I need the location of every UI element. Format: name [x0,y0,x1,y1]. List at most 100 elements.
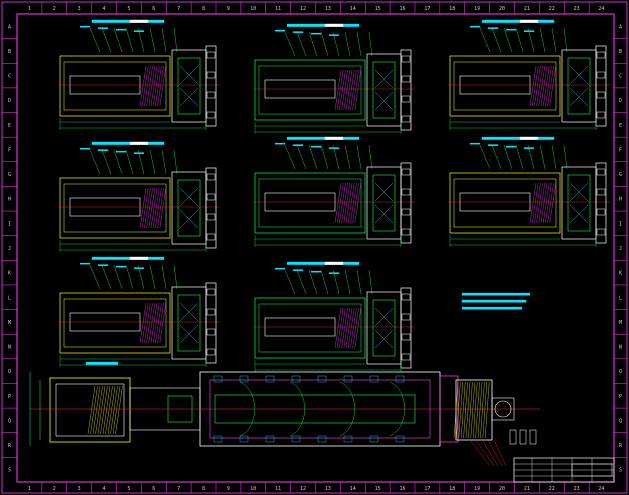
view-title-bar-highlight [519,136,539,140]
view-title-bar-highlight [519,19,539,23]
hatch-line [337,69,344,111]
bearing-symbol [179,65,199,85]
dimension-text [115,150,127,153]
rear-cap [455,379,493,441]
bolt [206,308,216,316]
leader-line [137,264,145,290]
bearing [265,435,275,443]
leader-line [308,269,318,295]
hatch-line [341,307,348,349]
ruler-label: 22 [549,486,555,492]
bolt [401,168,411,176]
leader-line [296,31,307,57]
leader-line [515,144,524,170]
ruler-label: H [8,197,11,203]
bolt [401,75,411,83]
bolt [401,353,411,361]
hatch-line [456,381,461,439]
ruler-label: 3 [78,6,81,12]
ruler-label: 12 [300,6,306,12]
view-8 [253,261,415,372]
leader-line [137,27,145,53]
ruler-label: E [8,123,11,129]
hatch-line [473,381,478,439]
ruler-label: 8 [202,6,205,12]
bolt [596,208,606,216]
hatch-line [139,187,147,229]
leader-line [149,264,156,290]
housing-outline [254,172,366,234]
bolt [206,91,216,99]
ruler-label: C [8,74,11,80]
ruler-label: 15 [375,6,381,12]
bolt [596,188,606,196]
housing-inner [63,61,167,111]
bearing-symbol [374,91,394,111]
end-plate [205,45,217,127]
hatch-line [348,182,355,224]
leader-line [284,144,296,170]
end-plate [205,282,217,364]
hatch-line [150,187,158,229]
ruler-label: 9 [227,6,230,12]
dimension-text [97,149,109,151]
bolt [206,348,216,356]
view-title-bar-highlight [324,23,344,27]
bearing [395,435,405,443]
hatch-line [468,381,473,439]
leader-line [137,149,145,175]
bolt [206,173,216,181]
flange-inner [372,299,396,357]
leader-line [89,264,101,290]
dimension-text [469,142,481,145]
inner-border [16,13,615,483]
flange-inner [372,61,396,119]
bearing [369,375,379,383]
dimension-text [487,144,499,146]
hatch-line [157,65,164,107]
ruler-label: 6 [152,486,155,492]
end-flange [439,375,459,443]
hatch-line [465,381,471,439]
hatch-line [463,381,468,439]
hatch-line [354,182,361,224]
bearing [239,435,249,443]
housing-outline [59,177,171,239]
leader-line [332,269,340,295]
ruler-label: 21 [524,6,530,12]
ruler-label: F [8,147,11,153]
bearing [213,435,223,443]
ruler-label: 19 [474,486,480,492]
leader-line [161,149,167,175]
hatch-line [536,182,543,224]
flange-block [366,166,402,240]
bolt [596,111,606,119]
ruler-label: 14 [350,486,356,492]
legend-line [461,306,523,310]
leader-line [296,269,307,295]
leader-line [487,439,503,467]
hatch-line [348,69,355,111]
leader-line [173,27,178,53]
housing-inner [453,178,557,228]
housing-inner [63,298,167,348]
hatch-line [142,302,149,344]
bearing-symbol [374,307,394,327]
bolt [401,313,411,321]
view-5 [253,136,415,247]
hatch-line [105,385,113,435]
hatch-line [475,381,480,439]
bearing-symbol [374,182,394,202]
bearing-symbol [179,209,199,229]
leader-line [527,144,535,170]
bearing-symbol [374,329,394,349]
hatch-line [100,385,108,435]
dimension-text [505,28,517,31]
leader-line [469,439,491,467]
leader-line [368,144,373,170]
hatch-line [352,307,359,349]
hatch-line [529,65,537,107]
leader-line [344,269,351,295]
